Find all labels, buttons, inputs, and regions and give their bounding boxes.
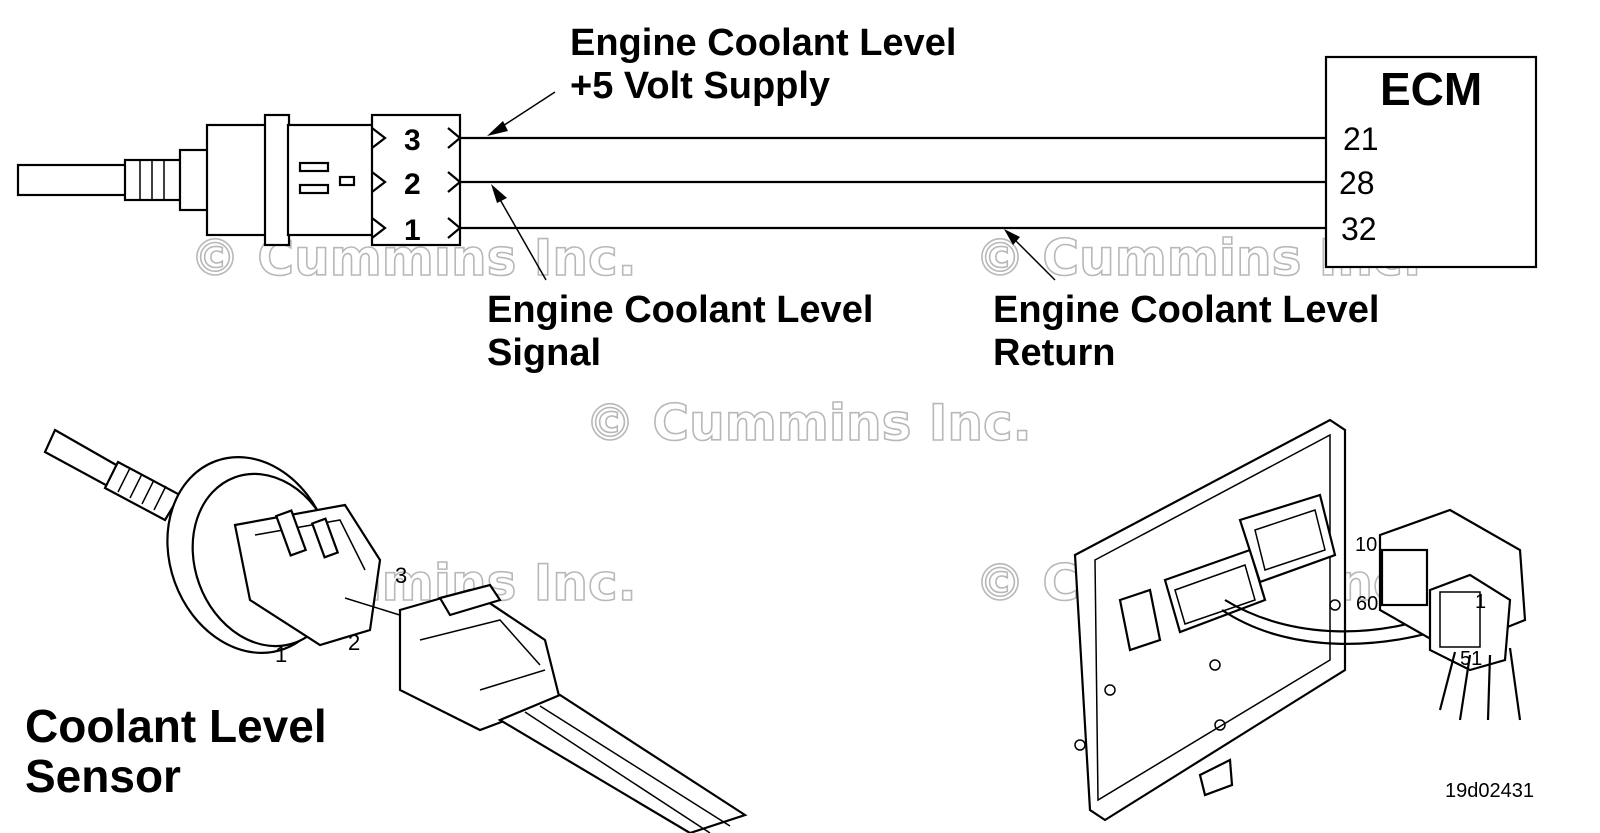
sensor-illustration: 3 1 2 bbox=[43, 428, 748, 833]
return-label-line2: Return bbox=[993, 332, 1115, 374]
ecm-illustration: 10 60 1 51 bbox=[1073, 418, 1527, 822]
connector-pin-1: 1 bbox=[404, 214, 421, 247]
supply-label-line1: Engine Coolant Level bbox=[570, 22, 956, 64]
figure-id: 19d02431 bbox=[1445, 780, 1534, 802]
return-label-line1: Engine Coolant Level bbox=[993, 289, 1379, 331]
ecm-pin-28: 28 bbox=[1339, 165, 1375, 201]
ecm-connector-label-10: 10 bbox=[1355, 534, 1377, 556]
ecm-pin-32: 32 bbox=[1341, 211, 1377, 247]
signal-label-line2: Signal bbox=[487, 332, 601, 374]
signal-label-line1: Engine Coolant Level bbox=[487, 289, 873, 331]
ecm-box: ECM 21 28 32 bbox=[1324, 55, 1538, 269]
connector-pin-2: 2 bbox=[404, 168, 421, 201]
connector-pin-3: 3 bbox=[404, 124, 421, 157]
ecm-pin-21: 21 bbox=[1343, 121, 1379, 157]
wires bbox=[460, 136, 1326, 230]
ecm-connector-label-60: 60 bbox=[1356, 593, 1378, 615]
sensor-caption: Coolant Level Sensor bbox=[25, 700, 327, 802]
ecm-title: ECM bbox=[1380, 63, 1482, 115]
sensor-pin-2: 2 bbox=[348, 630, 360, 655]
supply-label-line2: +5 Volt Supply bbox=[570, 65, 830, 107]
sensor-caption-line2: Sensor bbox=[25, 750, 181, 802]
sensor-pin-1: 1 bbox=[275, 642, 287, 667]
schematic-labels: Engine Coolant Level +5 Volt Supply Engi… bbox=[487, 22, 1379, 374]
schematic-sensor bbox=[16, 113, 375, 247]
sensor-caption-line1: Coolant Level bbox=[25, 700, 327, 752]
watermark-3: © Cummins Inc. bbox=[585, 394, 1032, 452]
schematic-connector: 3 2 1 bbox=[370, 113, 462, 247]
callout-arrows bbox=[487, 91, 1056, 281]
ecm-connector-label-51: 51 bbox=[1460, 648, 1482, 670]
sensor-pin-3: 3 bbox=[395, 563, 407, 588]
ecm-connector-label-1: 1 bbox=[1475, 591, 1486, 613]
